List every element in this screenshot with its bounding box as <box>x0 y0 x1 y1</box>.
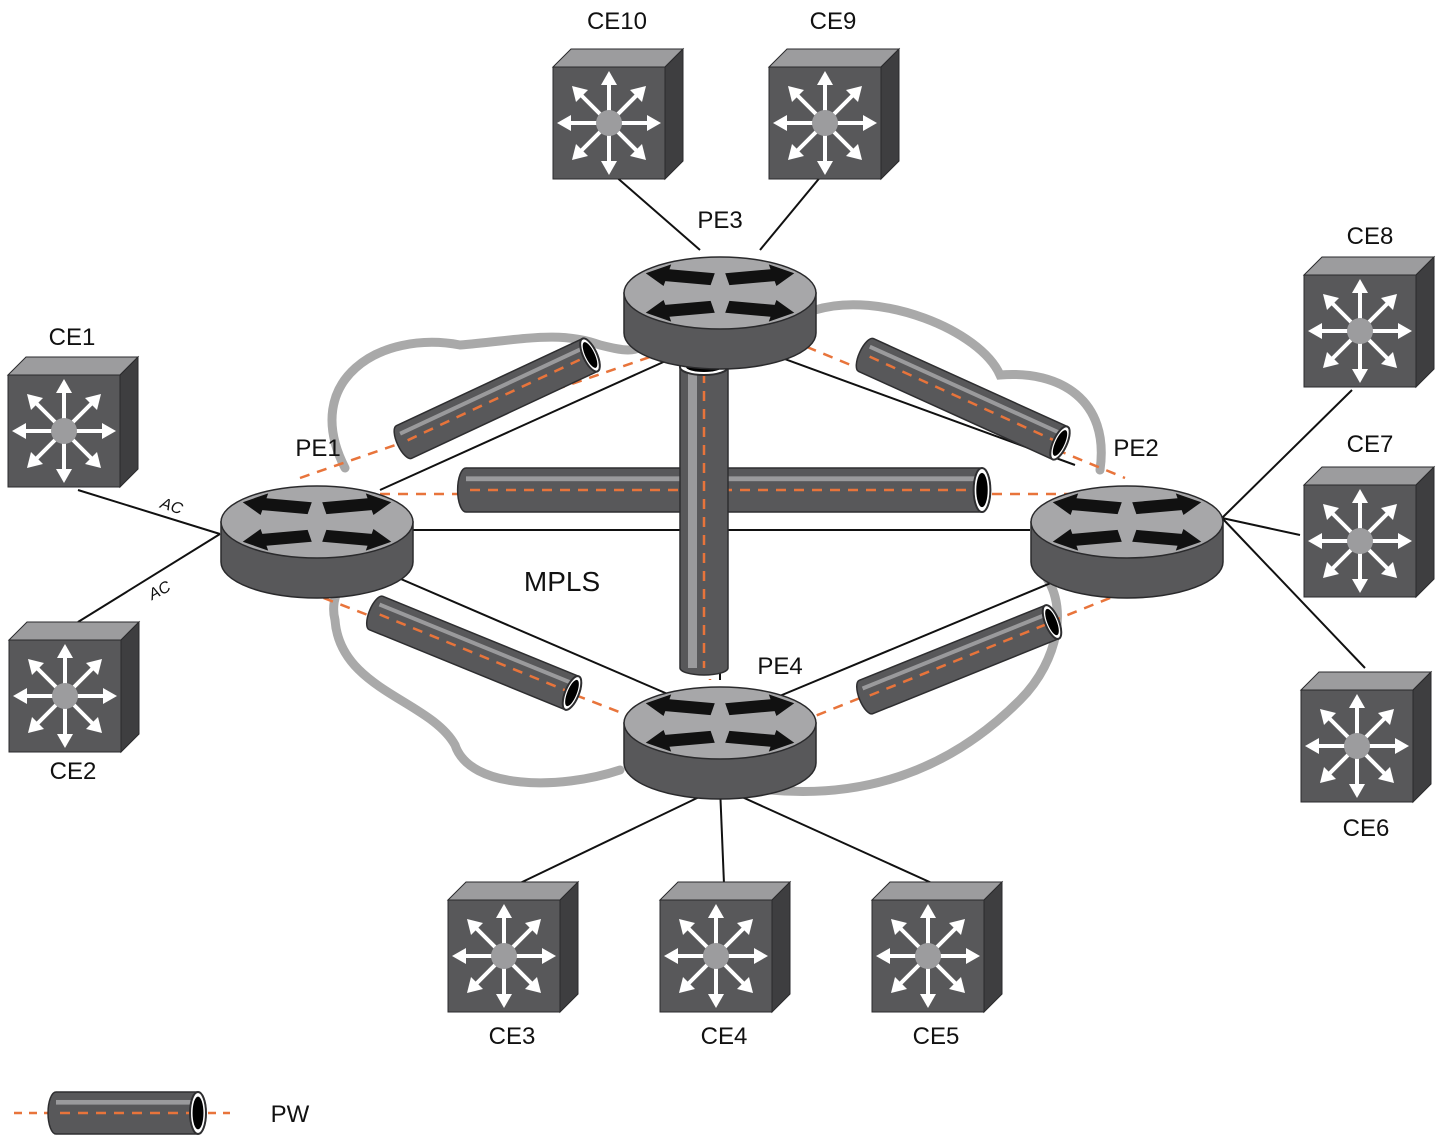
legend-tunnel-icon <box>48 1092 206 1134</box>
switch-arrows-icon <box>1308 489 1412 593</box>
switch-label-ce4: CE4 <box>701 1023 748 1050</box>
switch-arrows-icon <box>12 379 116 483</box>
router-pe3 <box>624 257 816 369</box>
switch-arrows-icon <box>1305 694 1409 798</box>
router-pe4 <box>624 687 816 799</box>
link-ce1-pe1 <box>78 490 220 534</box>
router-label-pe4: PE4 <box>757 653 802 680</box>
pw-tunnel-pe3-pe2 <box>852 336 1073 462</box>
switch-label-ce1: CE1 <box>49 324 96 351</box>
mpls-label: MPLS <box>524 566 600 597</box>
router-pe2 <box>1031 486 1223 598</box>
switch-arrows-icon <box>13 644 117 748</box>
switch-ce5 <box>872 882 1002 1012</box>
pw-tunnel-pe4-pe2 <box>853 603 1065 717</box>
switch-ce1 <box>8 357 138 487</box>
switch-label-ce3: CE3 <box>489 1023 536 1050</box>
switch-ce9 <box>769 49 899 179</box>
switch-arrows-icon <box>876 904 980 1008</box>
pw-tunnel-pe3-pe4 <box>680 359 728 675</box>
switch-label-ce2: CE2 <box>50 758 97 785</box>
switch-label-ce10: CE10 <box>587 8 647 35</box>
link-ce5-pe4 <box>720 787 934 884</box>
switch-label-ce6: CE6 <box>1343 815 1390 842</box>
link-ce3-pe4 <box>518 787 720 884</box>
switch-arrows-icon <box>452 904 556 1008</box>
link-ce4-pe4 <box>720 787 724 884</box>
router-label-pe3: PE3 <box>697 207 742 234</box>
ac-label-ce2: AC <box>145 578 174 604</box>
switch-arrows-icon <box>664 904 768 1008</box>
switch-ce4 <box>660 882 790 1012</box>
pw-tunnel-pe1-pe3 <box>390 336 604 461</box>
switch-arrows-icon <box>773 71 877 175</box>
switch-arrows-icon <box>557 71 661 175</box>
router-pe1 <box>221 486 413 598</box>
switch-ce3 <box>448 882 578 1012</box>
switch-arrows-icon <box>1308 279 1412 383</box>
link-ce2-pe1 <box>78 534 220 622</box>
switch-label-ce7: CE7 <box>1347 431 1394 458</box>
switch-ce10 <box>553 49 683 179</box>
pseudowire-tunnels <box>363 336 1074 716</box>
switch-label-ce5: CE5 <box>913 1023 960 1050</box>
switch-label-ce8: CE8 <box>1347 223 1394 250</box>
router-label-pe2: PE2 <box>1113 435 1158 462</box>
link-ce9-pe3 <box>760 175 822 250</box>
legend-label-pw: PW <box>271 1101 310 1128</box>
link-ce10-pe3 <box>614 175 700 250</box>
switch-ce8 <box>1304 257 1434 387</box>
legend <box>14 1092 230 1134</box>
link-ce7-pe2 <box>1222 518 1300 535</box>
switch-ce7 <box>1304 467 1434 597</box>
switch-label-ce9: CE9 <box>810 8 857 35</box>
router-label-pe1: PE1 <box>295 435 340 462</box>
switch-ce2 <box>9 622 139 752</box>
switch-ce6 <box>1301 672 1431 802</box>
